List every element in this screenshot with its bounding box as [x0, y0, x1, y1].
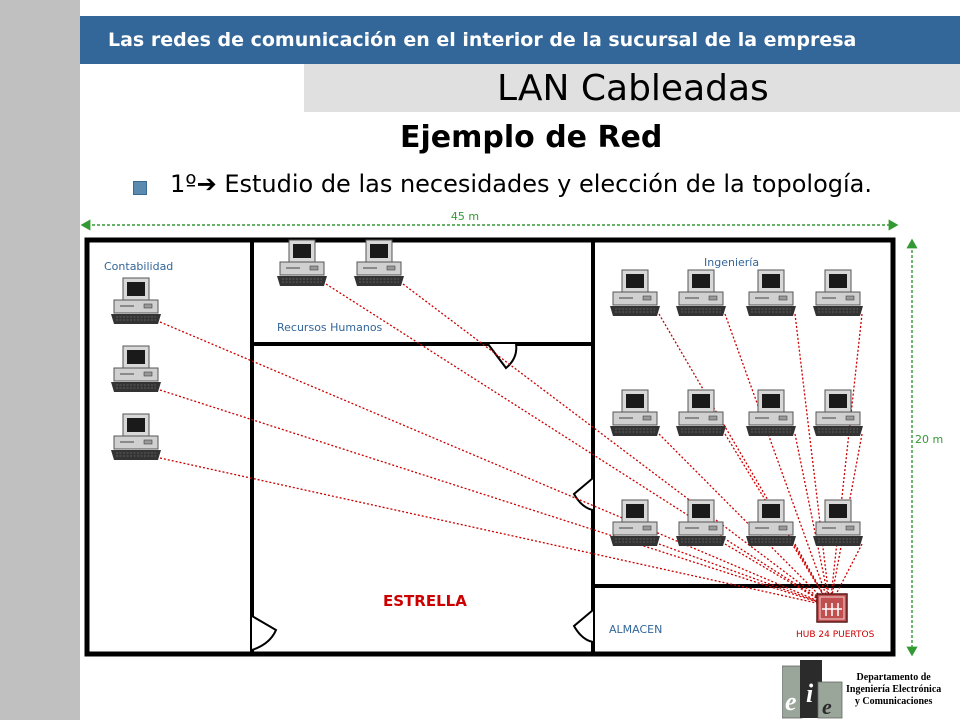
door-almacen	[572, 609, 594, 643]
hub-label: HUB 24 PUERTOS	[796, 630, 875, 640]
room-label-ingenieria: Ingeniería	[704, 256, 759, 269]
bullet-text: 1º➔ Estudio de las necesidades y elecció…	[170, 170, 872, 198]
cable-ingenieria-9	[658, 543, 831, 607]
computer-icon	[110, 345, 162, 393]
cable-ingenieria-4	[829, 313, 863, 607]
hub-device	[816, 593, 848, 623]
computer-icon	[110, 277, 162, 325]
cable-contabilidad-1	[159, 321, 831, 607]
doors	[251, 343, 594, 651]
department-line-3: y Comunicaciones	[854, 696, 933, 707]
computer-icon	[745, 269, 797, 317]
room-label-almacen: ALMACEN	[609, 623, 662, 636]
cable-contabilidad-3	[159, 457, 831, 607]
computer-icon	[353, 239, 405, 287]
cable-ingenieria-3	[794, 313, 831, 607]
door-ingenieria	[572, 477, 594, 511]
subtitle-bar	[304, 64, 960, 112]
cable-recursos_humanos-2	[402, 283, 831, 607]
computer-icon	[675, 269, 727, 317]
department-logo: e i e	[782, 660, 843, 719]
cable-ingenieria-1	[658, 313, 831, 607]
computer-icon	[609, 499, 661, 547]
cable-group	[159, 283, 863, 607]
example-title: Ejemplo de Red	[400, 120, 663, 155]
left-sidebar-strip	[0, 0, 80, 720]
department-line-2: Ingeniería Electrónica	[846, 684, 942, 695]
topology-label: ESTRELLA	[383, 592, 467, 610]
cable-ingenieria-8	[829, 433, 863, 607]
height-dimension-label: 20 m	[915, 433, 943, 446]
building-outline	[84, 237, 896, 657]
cable-ingenieria-2	[724, 313, 831, 607]
logo-letter-e1: e	[785, 687, 797, 716]
cable-recursos_humanos-1	[325, 283, 831, 607]
door-recursos-humanos	[487, 343, 518, 370]
room-label-contabilidad: Contabilidad	[104, 260, 173, 273]
computer-icon	[745, 499, 797, 547]
bullet-body: Estudio de las necesidades y elección de…	[216, 170, 872, 198]
logo-letter-e2: e	[822, 694, 832, 719]
computer-icon	[675, 499, 727, 547]
computer-icon	[609, 269, 661, 317]
cable-ingenieria-10	[724, 543, 831, 607]
computers-group	[110, 239, 864, 547]
computer-icon	[110, 413, 162, 461]
bullet-icon	[133, 181, 147, 195]
width-dimension-label: 45 m	[451, 210, 479, 223]
department-name: Departamento de Ingeniería Electrónica y…	[846, 672, 941, 708]
cable-ingenieria-5	[658, 433, 831, 607]
department-line-1: Departamento de	[856, 672, 931, 683]
computer-icon	[276, 239, 328, 287]
bullet-prefix: 1º	[170, 170, 197, 198]
computer-icon	[812, 389, 864, 437]
cable-ingenieria-7	[794, 433, 831, 607]
computer-icon	[675, 389, 727, 437]
logo-letter-i: i	[806, 679, 814, 708]
computer-icon	[812, 499, 864, 547]
cable-contabilidad-2	[159, 389, 831, 607]
slide-subtitle: LAN Cableadas	[497, 68, 769, 109]
door-contabilidad	[251, 615, 278, 651]
room-label-recursos-humanos: Recursos Humanos	[277, 321, 383, 334]
computer-icon	[609, 389, 661, 437]
header-bar	[80, 16, 960, 64]
header-title: Las redes de comunicación en el interior…	[108, 29, 857, 51]
computer-icon	[745, 389, 797, 437]
arrow-icon: ➔	[196, 170, 217, 198]
computer-icon	[812, 269, 864, 317]
